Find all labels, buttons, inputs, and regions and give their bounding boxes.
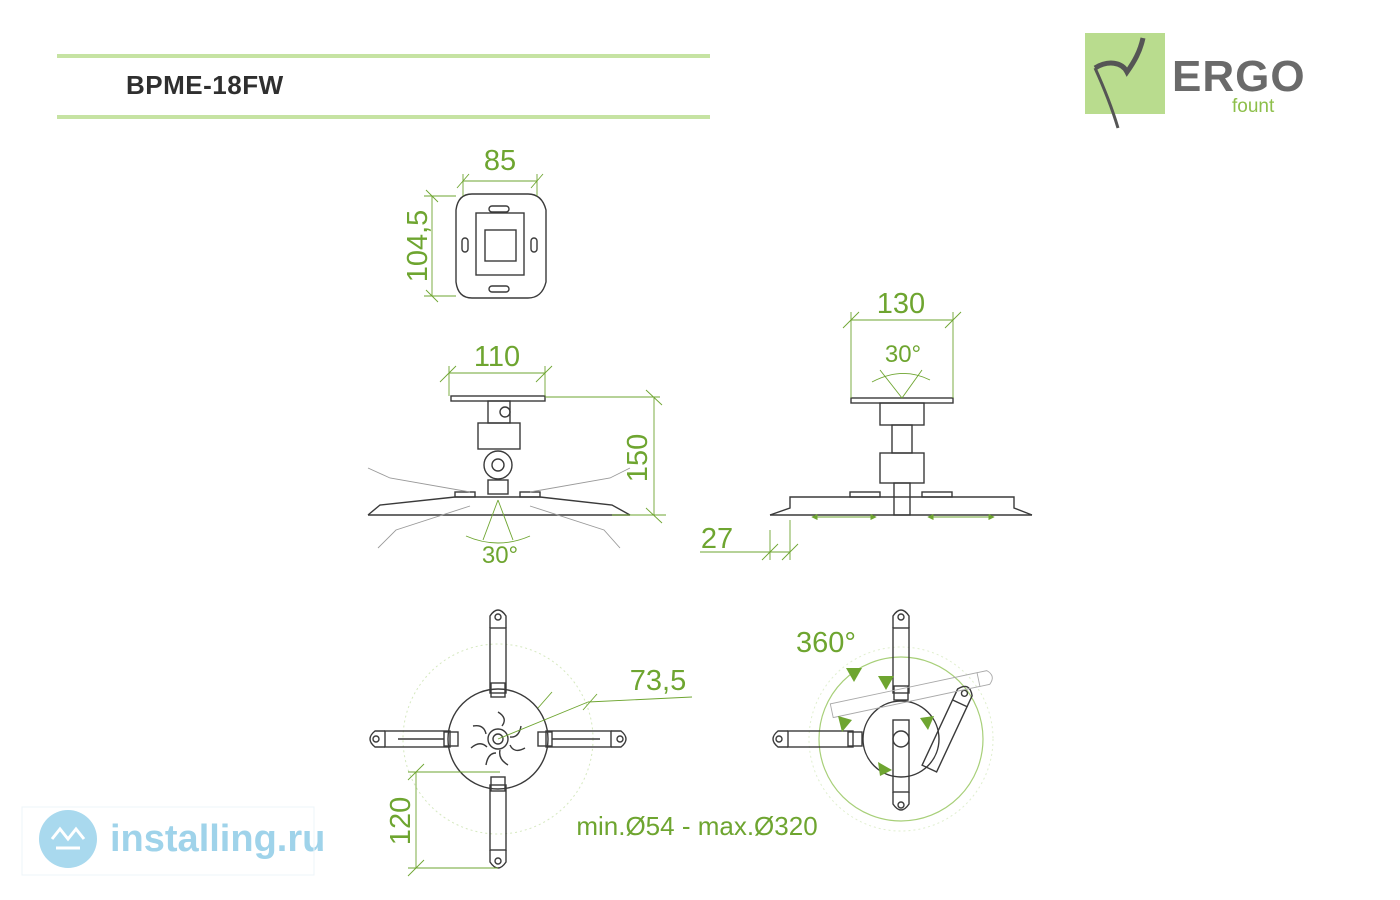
ergo-logo-icon: [1085, 33, 1165, 129]
front-view-tilted-arms: [367, 467, 631, 549]
bottom-view-dimension-lines: [407, 691, 693, 877]
watermark-logo-icon: [21, 806, 315, 876]
watermark-text: installing.ru: [110, 818, 326, 860]
dim-center-radius: 73,5: [630, 665, 686, 697]
side-view: [769, 397, 1033, 516]
rotation-view: [808, 646, 994, 832]
dim-tilt-angle-front: 30°: [482, 542, 518, 569]
side-view-dimension-lines: [700, 311, 995, 561]
dim-tilt-angle-side: 30°: [885, 341, 921, 368]
front-view: [367, 395, 631, 516]
dim-mounting-range: min.Ø54 - max.Ø320: [576, 811, 817, 841]
brand-logo-text: ERGO: [1172, 52, 1306, 101]
plate-dimension-lines: [424, 173, 544, 303]
dim-arm-length: 120: [385, 797, 417, 845]
front-view-dimension-lines: [439, 365, 666, 544]
dim-plate-height: 104,5: [402, 210, 434, 283]
model-title: BPME-18FW: [126, 70, 284, 100]
dim-ceiling-plate-width: 110: [474, 341, 520, 373]
dim-arm-offset: 27: [701, 523, 733, 555]
dim-ceiling-plate-width-side: 130: [877, 288, 925, 320]
ceiling-plate-view: [455, 193, 547, 299]
bottom-view-cross-arms: [369, 609, 627, 869]
rotation-arrows: [838, 668, 934, 776]
brand-logo-subtext: fount: [1232, 96, 1275, 117]
dim-plate-width: 85: [484, 145, 516, 177]
rotation-view-ghost-arm: [829, 670, 993, 719]
rotation-view-arms: [772, 609, 973, 811]
dim-overall-height: 150: [622, 434, 654, 482]
dim-rotation: 360°: [796, 627, 856, 659]
